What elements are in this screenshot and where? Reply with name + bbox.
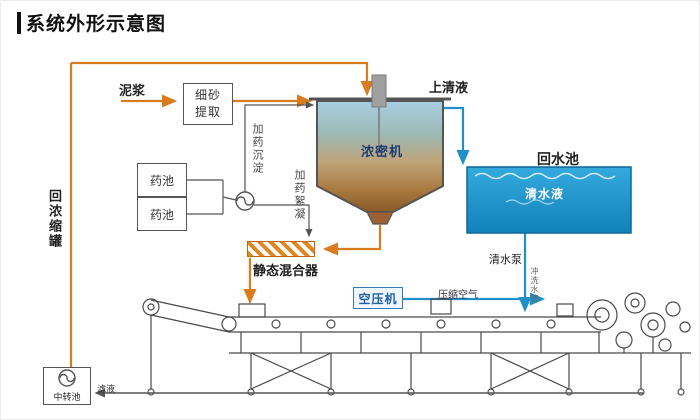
slurry-flow-pipes [69,61,382,367]
supernatant-label: 上清液 [429,80,469,95]
transfer-pool-label: 中转池 [53,392,81,402]
air-compressor-label: 空压机 [358,291,398,306]
static-mixer-shape [247,241,315,257]
return-water-pool-label: 回水池 [537,151,579,167]
title-accent-bar [17,11,21,34]
belt-filter-press-drawing [142,292,691,396]
water-wave-line [474,172,616,180]
slurry-label: 泥浆 [119,83,146,98]
filtrate-label: 滤液 [97,384,116,394]
clear-water-label: 清水液 [525,187,565,201]
thickener-label: 浓密机 [361,144,404,159]
sand-extraction-box: 细砂提取 [183,83,233,125]
dosing-pump-icon [235,191,255,211]
transfer-pool-box: 中转池 [43,367,91,405]
dosing-sedimentation-label: 加药沉淀 [251,123,263,175]
return-water-pool-shape [466,166,632,234]
pump-icons [58,191,255,387]
transfer-pump-icon [58,369,76,387]
thickener-spout [366,211,394,225]
water-wave-line-small [505,199,555,205]
chemical-pool-bottom-label: 药池 [149,207,174,222]
mixer-shaft-motor [371,74,387,108]
chemical-pool-box-bottom: 药池 [137,197,187,231]
sand-extraction-label: 细砂提取 [194,87,221,119]
clean-water-pump-label: 清水泵 [489,254,522,266]
air-compressor-box: 空压机 [353,287,403,309]
thickener-tank [309,74,451,225]
dosing-lines [187,101,315,238]
static-mixer-label: 静态混合器 [253,263,319,278]
water-air-pipes [403,106,546,313]
flush-water-pipe-label: 冲洗水管 [530,267,539,303]
chemical-pool-top-label: 药池 [149,173,174,188]
page-title: 系统外形示意图 [17,9,166,36]
return-to-thickener-label: 回浓缩罐 [47,189,62,249]
chemical-pool-box-top: 药池 [137,163,187,197]
compressed-air-label: 压缩空气 [438,290,478,301]
dosing-flocculation-label: 加药絮凝 [293,169,305,221]
title-text: 系统外形示意图 [26,14,167,35]
